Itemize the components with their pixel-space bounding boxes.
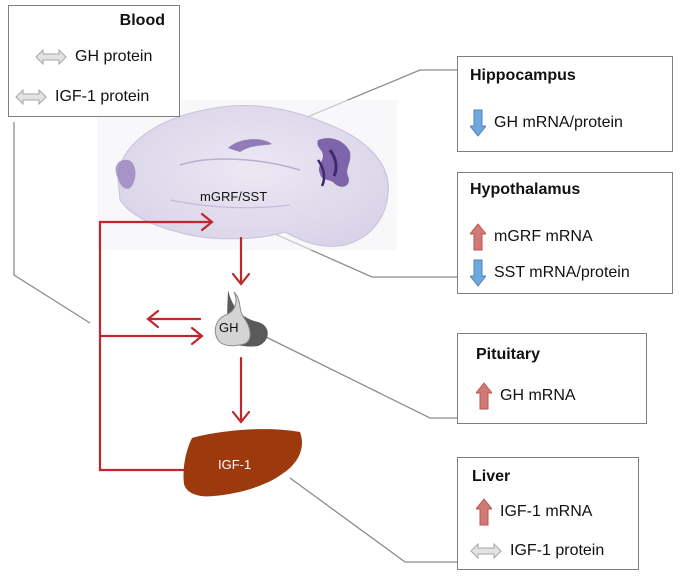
down-arrow-icon [470, 109, 486, 137]
pituitary-title: Pituitary [476, 346, 541, 363]
hypothalamus-title: Hypothalamus [470, 181, 581, 198]
liver-item: IGF-1 protein [470, 542, 604, 560]
up-arrow-icon [476, 382, 492, 410]
pituitary-gh-label: GH [219, 320, 239, 335]
hippocampus-box: Hippocampus GH mRNA/protein [457, 56, 673, 152]
pituitary-leader-line [261, 334, 457, 419]
hypothalamus-box: Hypothalamus mGRF mRNA SST mRNA/protein [457, 172, 673, 294]
hippocampus-item: GH mRNA/protein [470, 109, 623, 137]
hypothalamus-item-label: mGRF mRNA [494, 228, 593, 245]
hippocampus-title: Hippocampus [470, 67, 576, 84]
double-arrow-icon [470, 543, 502, 559]
liver-box: Liver IGF-1 mRNA IGF-1 protein [457, 457, 639, 570]
liver-item-label: IGF-1 mRNA [500, 503, 593, 520]
brain-hormone-label: mGRF/SST [200, 189, 268, 204]
liver-item-label: IGF-1 protein [510, 542, 605, 559]
liver-item: IGF-1 mRNA [476, 498, 592, 526]
pituitary-box: Pituitary GH mRNA [457, 333, 647, 424]
pituitary-item: GH mRNA [476, 382, 576, 410]
up-arrow-icon [476, 498, 492, 526]
cerebellum-icon [317, 138, 351, 187]
double-arrow-icon [15, 89, 47, 105]
blood-item: IGF-1 protein [15, 88, 149, 106]
hypothalamus-item: SST mRNA/protein [470, 259, 630, 287]
hypothalamus-item-label: SST mRNA/protein [494, 264, 630, 281]
olfactory-bulb-icon [115, 159, 136, 189]
liver-igf1-label: IGF-1 [218, 457, 252, 472]
pituitary-item-label: GH mRNA [500, 387, 576, 404]
hippocampus-item-label: GH mRNA/protein [494, 114, 623, 131]
hypothalamus-item: mGRF mRNA [470, 223, 593, 251]
liver-title: Liver [472, 468, 511, 485]
blood-item-label: IGF-1 protein [55, 88, 150, 105]
blood-item: GH protein [35, 48, 152, 66]
blood-leader-line [13, 122, 91, 324]
double-arrow-icon [35, 49, 67, 65]
blood-title: Blood [119, 12, 165, 29]
down-arrow-icon [470, 259, 486, 287]
blood-box: Blood GH protein IGF-1 protein [8, 5, 180, 117]
hippocampus-icon [228, 139, 272, 152]
blood-item-label: GH protein [75, 48, 153, 65]
feedback-loop-line [98, 220, 212, 472]
up-arrow-icon [470, 223, 486, 251]
liver-leader-line [289, 477, 457, 563]
